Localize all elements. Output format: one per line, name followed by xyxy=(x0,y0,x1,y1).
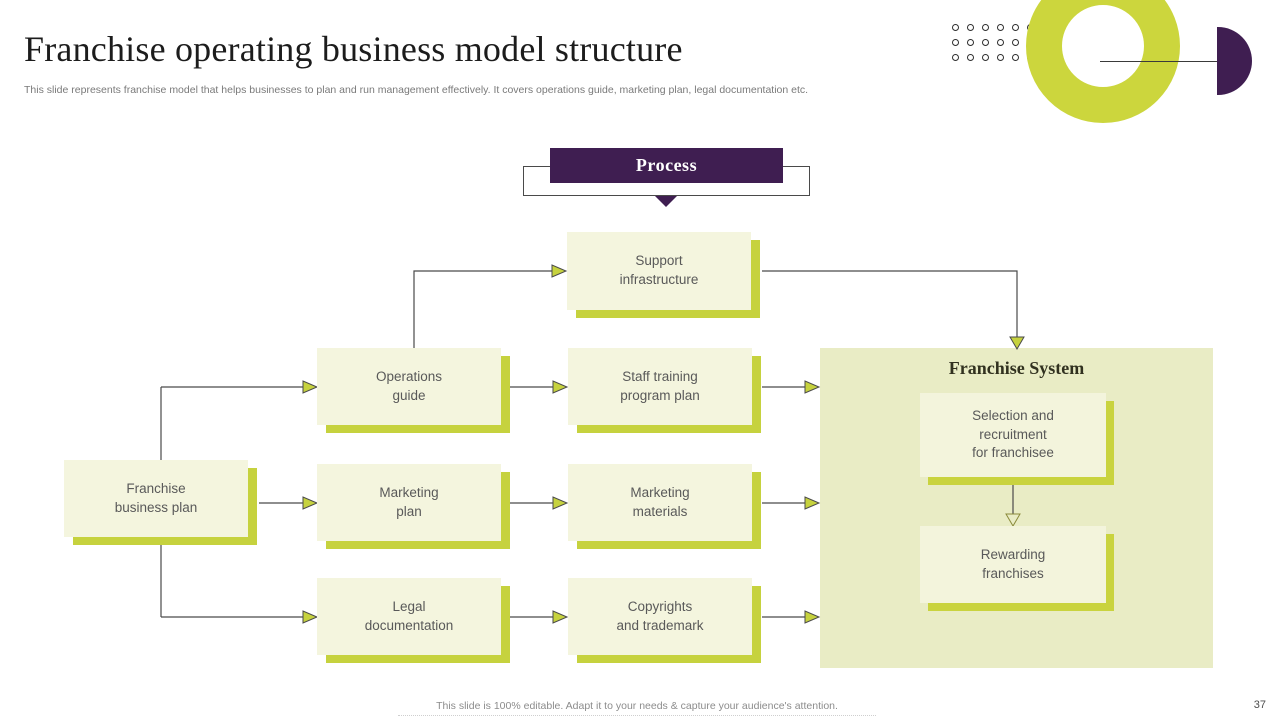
dot-icon xyxy=(997,39,1004,46)
dot-icon xyxy=(982,39,989,46)
arrowhead-icon xyxy=(804,610,821,624)
node-selection-recruitment: Selection and recruitment for franchisee xyxy=(920,393,1106,477)
decor-connector-line xyxy=(1100,61,1222,62)
dot-icon xyxy=(952,54,959,61)
arrowhead-icon xyxy=(302,496,319,510)
node-franchise-business-plan: Franchise business plan xyxy=(64,460,248,537)
arrowhead-icon xyxy=(552,610,569,624)
node-operations-guide: Operations guide xyxy=(317,348,501,425)
node-rewarding-franchises: Rewarding franchises xyxy=(920,526,1106,603)
dot-icon xyxy=(982,54,989,61)
dot-icon xyxy=(982,24,989,31)
node-staff-training-program-plan: Staff training program plan xyxy=(568,348,752,425)
dot-icon xyxy=(952,39,959,46)
node-support-infrastructure: Support infrastructure xyxy=(567,232,751,310)
arrowhead-icon xyxy=(552,496,569,510)
dot-icon xyxy=(967,24,974,31)
node-marketing-plan: Marketing plan xyxy=(317,464,501,541)
page-title: Franchise operating business model struc… xyxy=(24,29,683,69)
franchise-system-title: Franchise System xyxy=(948,358,1085,378)
node-marketing-materials: Marketing materials xyxy=(568,464,752,541)
dot-icon xyxy=(1012,54,1019,61)
half-circle-decor xyxy=(1217,27,1252,95)
dot-icon xyxy=(967,39,974,46)
down-triangle-icon xyxy=(655,196,677,207)
arrowhead-icon xyxy=(551,264,568,278)
footer-divider xyxy=(398,715,876,716)
footer-note: This slide is 100% editable. Adapt it to… xyxy=(436,700,838,712)
process-header: Process xyxy=(550,148,783,183)
up-to-support xyxy=(413,270,552,348)
dot-icon xyxy=(1012,24,1019,31)
arrowhead-icon xyxy=(302,380,319,394)
support-to-panel xyxy=(762,270,1018,337)
arrowhead-icon xyxy=(804,496,821,510)
dot-icon xyxy=(967,54,974,61)
dot-icon xyxy=(1012,39,1019,46)
page-number: 37 xyxy=(1253,699,1266,711)
dot-icon xyxy=(952,24,959,31)
page-subtitle: This slide represents franchise model th… xyxy=(24,84,809,96)
node-legal-documentation: Legal documentation xyxy=(317,578,501,655)
node-copyrights-and-trademark: Copyrights and trademark xyxy=(568,578,752,655)
dot-icon xyxy=(997,54,1004,61)
arrowhead-icon xyxy=(302,610,319,624)
dot-icon xyxy=(997,24,1004,31)
arrowhead-icon xyxy=(552,380,569,394)
arrowhead-icon xyxy=(804,380,821,394)
